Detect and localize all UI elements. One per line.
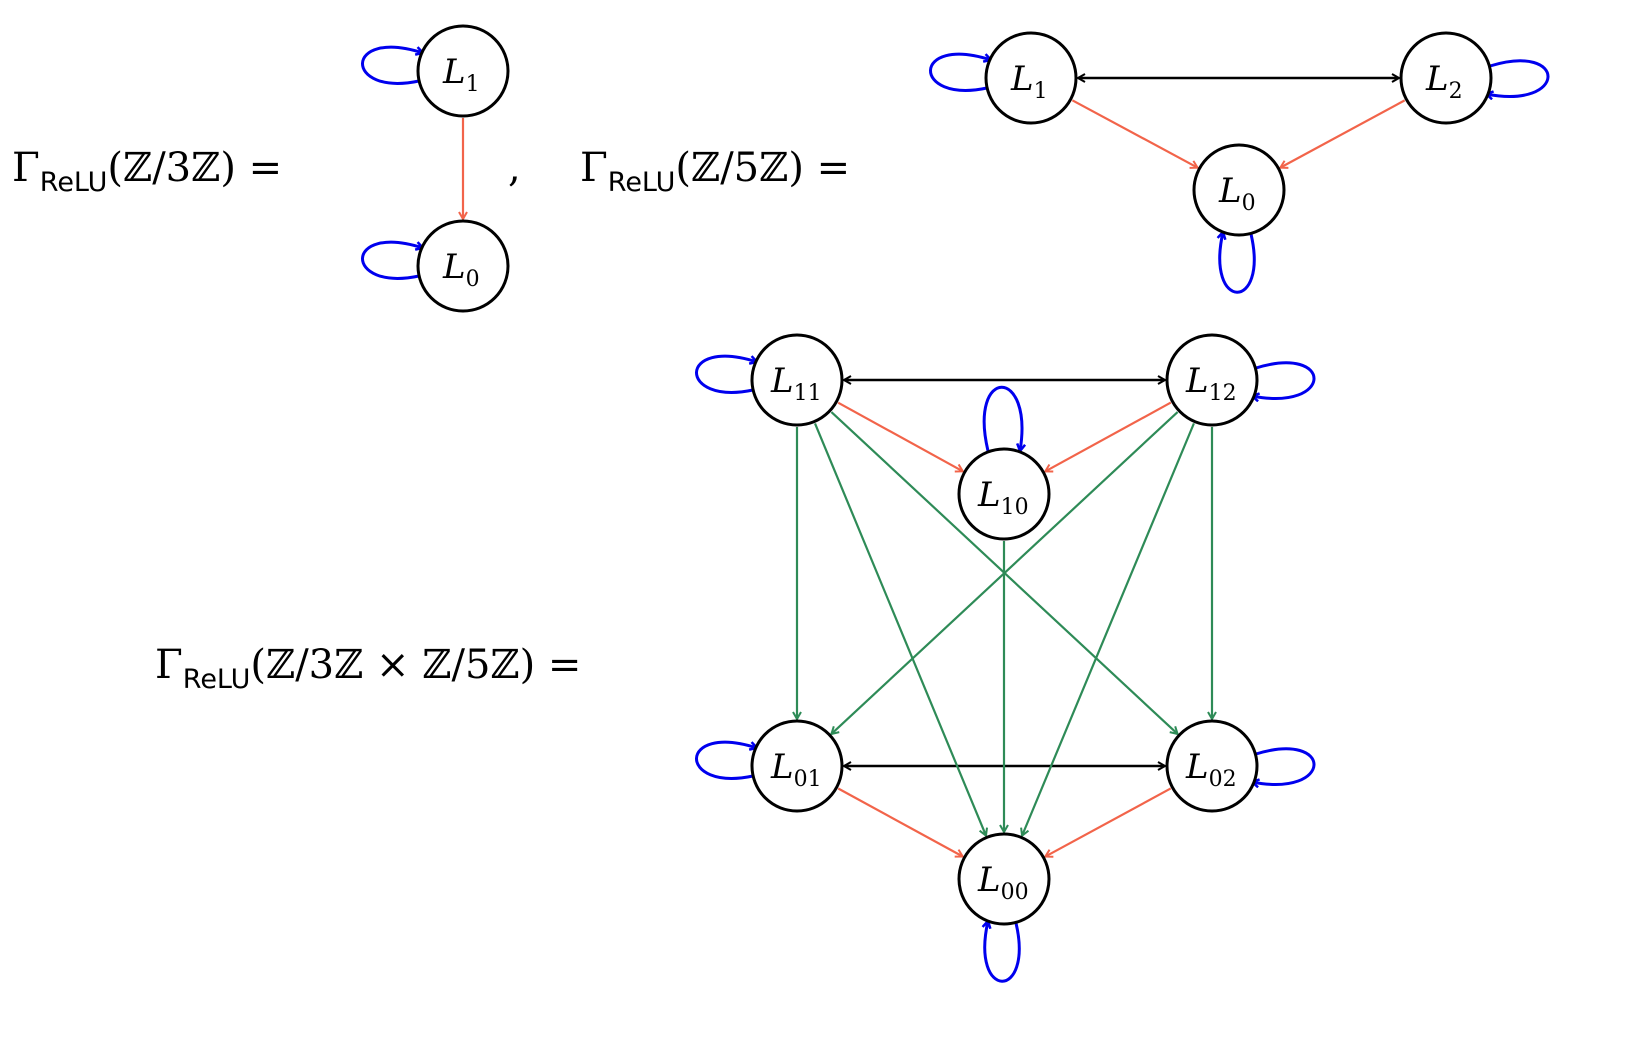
self-loop-edge xyxy=(929,52,991,92)
relu-subscript: ReLU xyxy=(608,167,676,198)
separator-comma: , xyxy=(508,145,521,191)
node-label: L1 xyxy=(1010,59,1048,104)
node-label: L00 xyxy=(977,860,1029,905)
svg-text:ΓReLU(ℤ/3ℤ × ℤ/5ℤ) =: ΓReLU(ℤ/3ℤ × ℤ/5ℤ) = xyxy=(155,642,581,695)
equation-z5: ΓReLU(ℤ/5ℤ) = xyxy=(580,145,850,198)
node-circle xyxy=(750,719,844,813)
relu-subscript: ReLU xyxy=(183,664,251,695)
forward-edge xyxy=(1045,401,1172,472)
self-loop-edge xyxy=(695,740,757,780)
node-label: L01 xyxy=(770,747,822,792)
edges-layer xyxy=(361,45,1550,983)
graph-node-c10: L10 xyxy=(957,447,1051,541)
self-loop-edge xyxy=(982,385,1022,451)
node-circle xyxy=(957,447,1051,541)
forward-edge xyxy=(837,401,963,472)
node-label: L0 xyxy=(442,247,480,292)
node-label: L0 xyxy=(1218,171,1256,216)
graph-node-b0: L0 xyxy=(1192,143,1286,237)
equation-z15: ΓReLU(ℤ/3ℤ × ℤ/5ℤ) = xyxy=(155,642,581,695)
svg-text:ΓReLU(ℤ/5ℤ) =: ΓReLU(ℤ/5ℤ) = xyxy=(580,145,850,198)
forward-edge xyxy=(1071,99,1197,167)
node-circle xyxy=(1399,31,1493,125)
self-loop-edge xyxy=(1220,232,1256,294)
node-label: L12 xyxy=(1185,361,1237,406)
relu-subscript: ReLU xyxy=(40,167,108,198)
graph-node-c11: L11 xyxy=(750,333,844,427)
forward-edge xyxy=(837,787,962,857)
graph-node-a0: L0 xyxy=(416,219,510,313)
node-circle xyxy=(957,832,1051,926)
self-loop-edge xyxy=(1252,361,1316,399)
cross-edge xyxy=(1022,422,1195,835)
graph-node-c02: L02 xyxy=(1165,719,1259,813)
graph-node-c00: L00 xyxy=(957,832,1051,926)
gamma-symbol: Γ xyxy=(580,145,608,191)
self-loop-edge xyxy=(361,45,423,85)
equation-argument: (ℤ/3ℤ) = xyxy=(107,145,282,191)
svg-text:ΓReLU(ℤ/3ℤ) =: ΓReLU(ℤ/3ℤ) = xyxy=(12,145,282,198)
equation-argument: (ℤ/3ℤ × ℤ/5ℤ) = xyxy=(250,642,581,688)
node-label: L10 xyxy=(977,475,1029,520)
graph-node-a1: L1 xyxy=(416,24,510,118)
node-circle xyxy=(416,219,510,313)
forward-edge xyxy=(1045,787,1172,856)
gamma-symbol: Γ xyxy=(12,145,40,191)
self-loop-edge xyxy=(361,240,423,280)
node-circle xyxy=(1192,143,1286,237)
self-loop-edge xyxy=(695,354,757,394)
node-label: L1 xyxy=(442,52,480,97)
node-label: L02 xyxy=(1185,747,1237,792)
forward-edge xyxy=(1280,99,1406,167)
graph-node-c01: L01 xyxy=(750,719,844,813)
node-label: L2 xyxy=(1425,59,1463,104)
gamma-symbol: Γ xyxy=(155,642,183,688)
node-circle xyxy=(984,31,1078,125)
self-loop-edge xyxy=(985,921,1021,983)
node-label: L11 xyxy=(770,361,822,406)
graph-node-b1: L1 xyxy=(984,31,1078,125)
equation-argument: (ℤ/5ℤ) = xyxy=(675,145,850,191)
node-circle xyxy=(416,24,510,118)
node-circle xyxy=(750,333,844,427)
graph-node-c12: L12 xyxy=(1165,333,1259,427)
node-circle xyxy=(1165,719,1259,813)
node-circle xyxy=(1165,333,1259,427)
cross-edge xyxy=(813,422,986,835)
self-loop-edge xyxy=(1252,747,1316,785)
graph-node-b2: L2 xyxy=(1399,31,1493,125)
equation-z3: ΓReLU(ℤ/3ℤ) = xyxy=(12,145,282,198)
self-loop-edge xyxy=(1486,59,1550,97)
